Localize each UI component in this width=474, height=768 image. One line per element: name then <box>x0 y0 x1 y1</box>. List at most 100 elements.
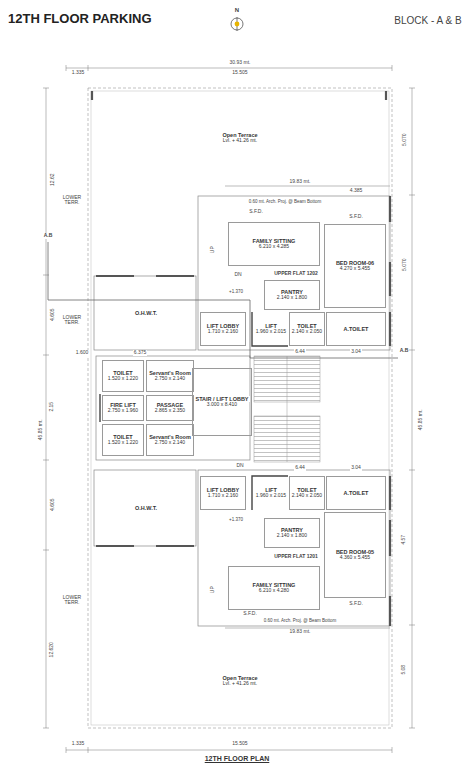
room: FAMILY SITTING6.210 x 4.285 <box>228 222 320 266</box>
plan-label: S.F.D. <box>242 611 258 617</box>
plan-label: 0.60 mt. Arch. Proj. @ Beam Bottom <box>248 200 323 205</box>
room-size: 1.960 x 2.015 <box>255 493 287 499</box>
plan-label: 6.44 <box>294 465 306 471</box>
room: O.H.W.T. <box>98 476 194 540</box>
flat-walls <box>94 196 390 626</box>
plan-label: N <box>234 7 240 14</box>
room-size: 2.865 x 2.350 <box>154 408 186 414</box>
room-size: 2.750 x 2.140 <box>154 440 186 446</box>
room-name: A.TOILET <box>343 490 370 496</box>
parapet-line <box>91 91 389 725</box>
north-arrow <box>231 17 243 31</box>
room: FAMILY SITTING6.210 x 4.280 <box>228 566 320 610</box>
plan-label: LOWER TERR. <box>58 195 86 206</box>
room-size: 1.710 x 2.160 <box>207 329 239 335</box>
plan-label: 6.375 <box>133 350 148 356</box>
wall-bars <box>92 91 390 626</box>
room-size: Lvl. + 41.26 mt. <box>222 681 258 687</box>
plan-label: S.F.D. <box>348 214 364 220</box>
dimension-text: 5.070 <box>401 258 407 273</box>
plan-label: 1.335 <box>71 70 86 76</box>
room-size: 1.520 x 1.220 <box>107 376 139 382</box>
room: Open TerraceLvl. + 41.26 mt. <box>92 92 388 184</box>
dimension-text: 4.605 <box>49 498 55 513</box>
room-size: 3.000 x 8.410 <box>206 402 238 408</box>
room-size: Lvl. + 41.26 mt. <box>222 138 258 144</box>
plan-label: UPPER FLAT 1202 <box>273 271 319 277</box>
plan-label: 1.600 <box>75 350 90 356</box>
room-size: 2.140 x 2.050 <box>291 329 323 335</box>
room: A.TOILET <box>326 312 386 346</box>
staircase <box>254 356 320 462</box>
room: Open TerraceLvl. + 41.26 mt. <box>92 640 388 722</box>
room: Servant's Room2.750 x 2.140 <box>146 360 194 392</box>
room-name: O.H.W.T. <box>134 505 158 511</box>
dimension-text: 4.57 <box>401 534 407 546</box>
plan-caption: 12TH FLOOR PLAN <box>0 755 474 762</box>
dimension-text: 4.605 <box>49 308 55 323</box>
room-size: 2.750 x 2.140 <box>154 376 186 382</box>
room-size: 1.520 x 1.220 <box>107 440 139 446</box>
room-size: 2.140 x 1.800 <box>276 533 308 539</box>
room-name: A.TOILET <box>343 326 370 332</box>
dimension-text: 5.08 <box>401 664 407 676</box>
plan-label: BLOCK - A & B <box>393 15 462 26</box>
room-size: 6.210 x 4.285 <box>258 244 290 250</box>
section-line <box>48 242 398 358</box>
room: PANTRY2.140 x 1.800 <box>264 280 320 310</box>
room: TOILET1.520 x 1.220 <box>102 360 144 392</box>
plan-label: DN <box>233 272 242 278</box>
dimension-text: 12.62 <box>49 173 55 188</box>
plan-label: 19.83 mt. <box>289 629 312 635</box>
plan-label: 3.04 <box>350 465 362 471</box>
room: TOILET2.140 x 2.050 <box>289 476 325 510</box>
room: PANTRY2.140 x 1.800 <box>264 518 320 548</box>
plan-label: +1.370 <box>228 290 244 295</box>
dimension-text: UP <box>209 246 215 255</box>
plan-label: +1.370 <box>228 518 244 523</box>
room: TOILET2.140 x 2.050 <box>289 312 325 346</box>
plan-label: 4.385 <box>349 188 364 194</box>
dimension-text: 45.85 mt. <box>37 419 43 442</box>
plan-title: 12TH FLOOR PARKING <box>8 11 152 26</box>
plan-label: 19.83 mt. <box>289 179 312 185</box>
plan-label: 1.335 <box>71 741 86 747</box>
room: LIFT1.960 x 2.015 <box>253 313 289 345</box>
dimension-text: UP <box>209 586 215 595</box>
room: PASSAGE2.865 x 2.350 <box>146 395 194 421</box>
room: BED ROOM-054.360 x 5.455 <box>324 512 386 598</box>
room: LIFT1.960 x 2.015 <box>253 477 289 509</box>
plan-label: A.B <box>399 348 410 354</box>
room: LIFT LOBBY1.710 x 2.160 <box>200 312 246 346</box>
room-size: 2.140 x 2.050 <box>291 493 323 499</box>
room: TOILET1.520 x 1.220 <box>102 424 144 456</box>
plan-label: 15.505 <box>231 70 248 76</box>
room: A.TOILET <box>326 476 386 510</box>
room-size: 1.960 x 2.015 <box>255 329 287 335</box>
room-size: 2.140 x 1.800 <box>276 295 308 301</box>
dimension-text: 2.15 <box>49 401 55 413</box>
room-size: 4.360 x 5.455 <box>339 555 371 561</box>
dimension-text: 45.85 mt. <box>417 409 423 432</box>
plan-label: 3.04 <box>350 349 362 355</box>
room-size: 6.210 x 4.280 <box>258 588 290 594</box>
room: STAIR / LIFT LOBBY3.000 x 8.410 <box>192 368 251 436</box>
room: BED ROOM-064.270 x 5.455 <box>324 224 386 308</box>
plan-label: LOWER TERR. <box>58 315 86 326</box>
room-name: O.H.W.T. <box>134 310 158 316</box>
plan-label: 30.93 mt. <box>229 60 252 66</box>
room-size: 1.710 x 2.160 <box>207 493 239 499</box>
dimension-text: 12.620 <box>49 641 55 658</box>
core-walls <box>100 312 288 510</box>
plan-label: 15.505 <box>231 741 248 747</box>
room: O.H.W.T. <box>98 282 194 344</box>
room-size: 4.270 x 5.455 <box>339 266 371 272</box>
plan-label: A.B <box>43 233 54 239</box>
dimension-text: 5.070 <box>401 133 407 148</box>
plan-label: UPPER FLAT 1201 <box>273 554 319 560</box>
room-size: 2.750 x 1.960 <box>107 408 139 414</box>
plan-label: DN <box>235 463 244 469</box>
plan-label: 6.44 <box>294 349 306 355</box>
